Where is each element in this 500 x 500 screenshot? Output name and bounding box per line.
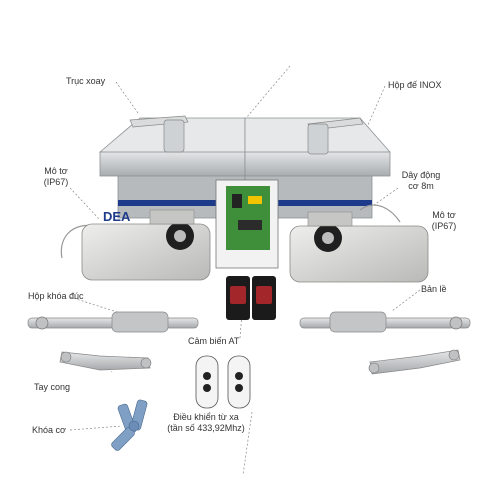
remote-control-2 xyxy=(227,355,251,409)
label-dieu-khien-line2: (tần số 433,92Mhz) xyxy=(167,423,245,433)
label-mo-to-right: Mô tơ (IP67) xyxy=(426,210,462,232)
label-dieu-khien-line1: Điều khiển từ xa xyxy=(173,412,239,422)
label-truc-xoay: Trục xoay xyxy=(66,76,106,86)
label-day-dong-line2: cơ 8m xyxy=(408,181,434,191)
label-mo-to-right-line2: (IP67) xyxy=(431,221,457,231)
label-tay-cong: Tay cong xyxy=(34,382,71,392)
label-mo-to-left-line1: Mô tơ xyxy=(44,166,68,176)
label-day-dong-line1: Dây động xyxy=(401,170,441,180)
curved-arm-right xyxy=(368,349,461,375)
label-mo-to-left: Mô tơ (IP67) xyxy=(38,166,74,188)
mechanical-keys xyxy=(111,399,148,451)
curved-arm-left xyxy=(59,351,152,371)
label-mo-to-right-line1: Mô tơ xyxy=(432,210,456,220)
label-ban-le: Bản lề xyxy=(421,284,447,294)
label-cam-bien: Cảm biến AT xyxy=(188,336,240,346)
pivot-shaft-right xyxy=(307,117,364,155)
label-hop-khoa-duc: Hộp khóa đúc xyxy=(28,291,84,301)
control-box xyxy=(215,179,279,269)
label-day-dong-co: Dây động cơ 8m xyxy=(396,170,446,192)
pivot-shaft-left xyxy=(129,115,189,153)
remote-control-1 xyxy=(195,355,219,409)
motor-left xyxy=(60,209,211,281)
svg-text:DEA: DEA xyxy=(103,209,131,224)
label-hop-de-inox: Hộp đế INOX xyxy=(388,80,442,90)
label-mo-to-left-line2: (IP67) xyxy=(43,177,69,187)
cast-lock-bar-left xyxy=(27,311,199,333)
label-khoa-co: Khóa cơ xyxy=(32,425,66,435)
hinge-bar-right xyxy=(299,311,471,333)
label-dieu-khien: Điều khiển từ xa (tần số 433,92Mhz) xyxy=(156,412,256,434)
motor-right xyxy=(289,204,429,283)
photocell-sensors xyxy=(226,276,276,320)
